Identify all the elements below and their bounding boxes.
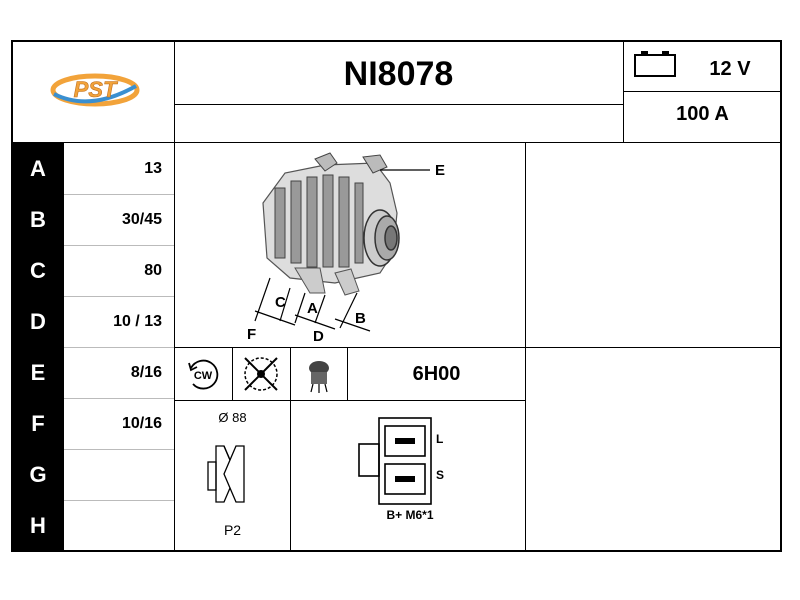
divider — [11, 142, 782, 143]
divider — [174, 104, 623, 105]
brand-logo: PST — [40, 60, 150, 120]
pulley-type: P2 — [223, 522, 242, 538]
clock-position: 6H00 — [412, 363, 461, 385]
divider — [64, 347, 174, 348]
pulley-icon — [200, 432, 264, 516]
diagram-label-f: F — [247, 326, 256, 343]
spec-letter-g: G — [12, 449, 64, 500]
divider — [64, 245, 174, 246]
divider — [64, 449, 174, 450]
divider — [290, 347, 291, 552]
spec-letter-e: E — [12, 347, 64, 398]
spec-letter-h: H — [12, 500, 64, 551]
voltage-value: 12 V — [709, 58, 751, 80]
spec-letter-f: F — [12, 398, 64, 449]
spec-value-g — [64, 449, 174, 500]
diagram-label-d: D — [313, 328, 324, 345]
spec-letter-b: B — [12, 194, 64, 245]
connector-pin-s: S — [436, 468, 445, 482]
connector-caption: B+ M6*1 — [386, 508, 434, 522]
divider — [64, 194, 174, 195]
spec-value-b: 30/45 — [121, 210, 162, 228]
spec-letter-c: C — [12, 245, 64, 296]
spec-value-e: 8/16 — [130, 363, 162, 381]
spec-letter-d: D — [12, 296, 64, 347]
battery-icon — [633, 48, 679, 78]
divider — [174, 347, 782, 348]
spec-value-h — [64, 500, 174, 551]
diagram-label-e: E — [435, 162, 445, 179]
divider — [623, 91, 782, 92]
diagram-label-c: C — [275, 294, 286, 311]
divider — [232, 347, 233, 400]
rotation-label: CW — [194, 370, 213, 382]
pulley-diameter: Ø 88 — [218, 410, 247, 425]
spec-value-f: 10/16 — [121, 414, 162, 432]
part-number: NI8078 — [343, 55, 454, 93]
alternator-drawing: E C A B F D — [247, 152, 445, 345]
spec-value-a: 13 — [144, 159, 162, 177]
logo-text: PST — [74, 77, 118, 102]
connector-icon — [355, 414, 465, 509]
divider — [174, 400, 525, 401]
diagram-label-a: A — [307, 300, 318, 317]
spec-value-c: 80 — [144, 261, 162, 279]
no-fan-icon — [233, 348, 290, 400]
logo-graphic: PST — [50, 73, 140, 107]
divider — [347, 347, 348, 400]
amperage-value: 100 A — [676, 103, 729, 125]
divider — [64, 500, 174, 501]
divider — [64, 398, 174, 399]
rotation-cw-icon: CW — [175, 348, 232, 400]
alternator-diagram: E C A B F D — [175, 143, 525, 347]
regulator-icon — [291, 348, 347, 400]
spec-value-d: 10 / 13 — [113, 312, 162, 330]
divider — [64, 296, 174, 297]
diagram-label-b: B — [355, 310, 366, 327]
divider — [174, 40, 175, 552]
connector-pin-l: L — [436, 432, 444, 446]
spec-letter-a: A — [12, 143, 64, 194]
